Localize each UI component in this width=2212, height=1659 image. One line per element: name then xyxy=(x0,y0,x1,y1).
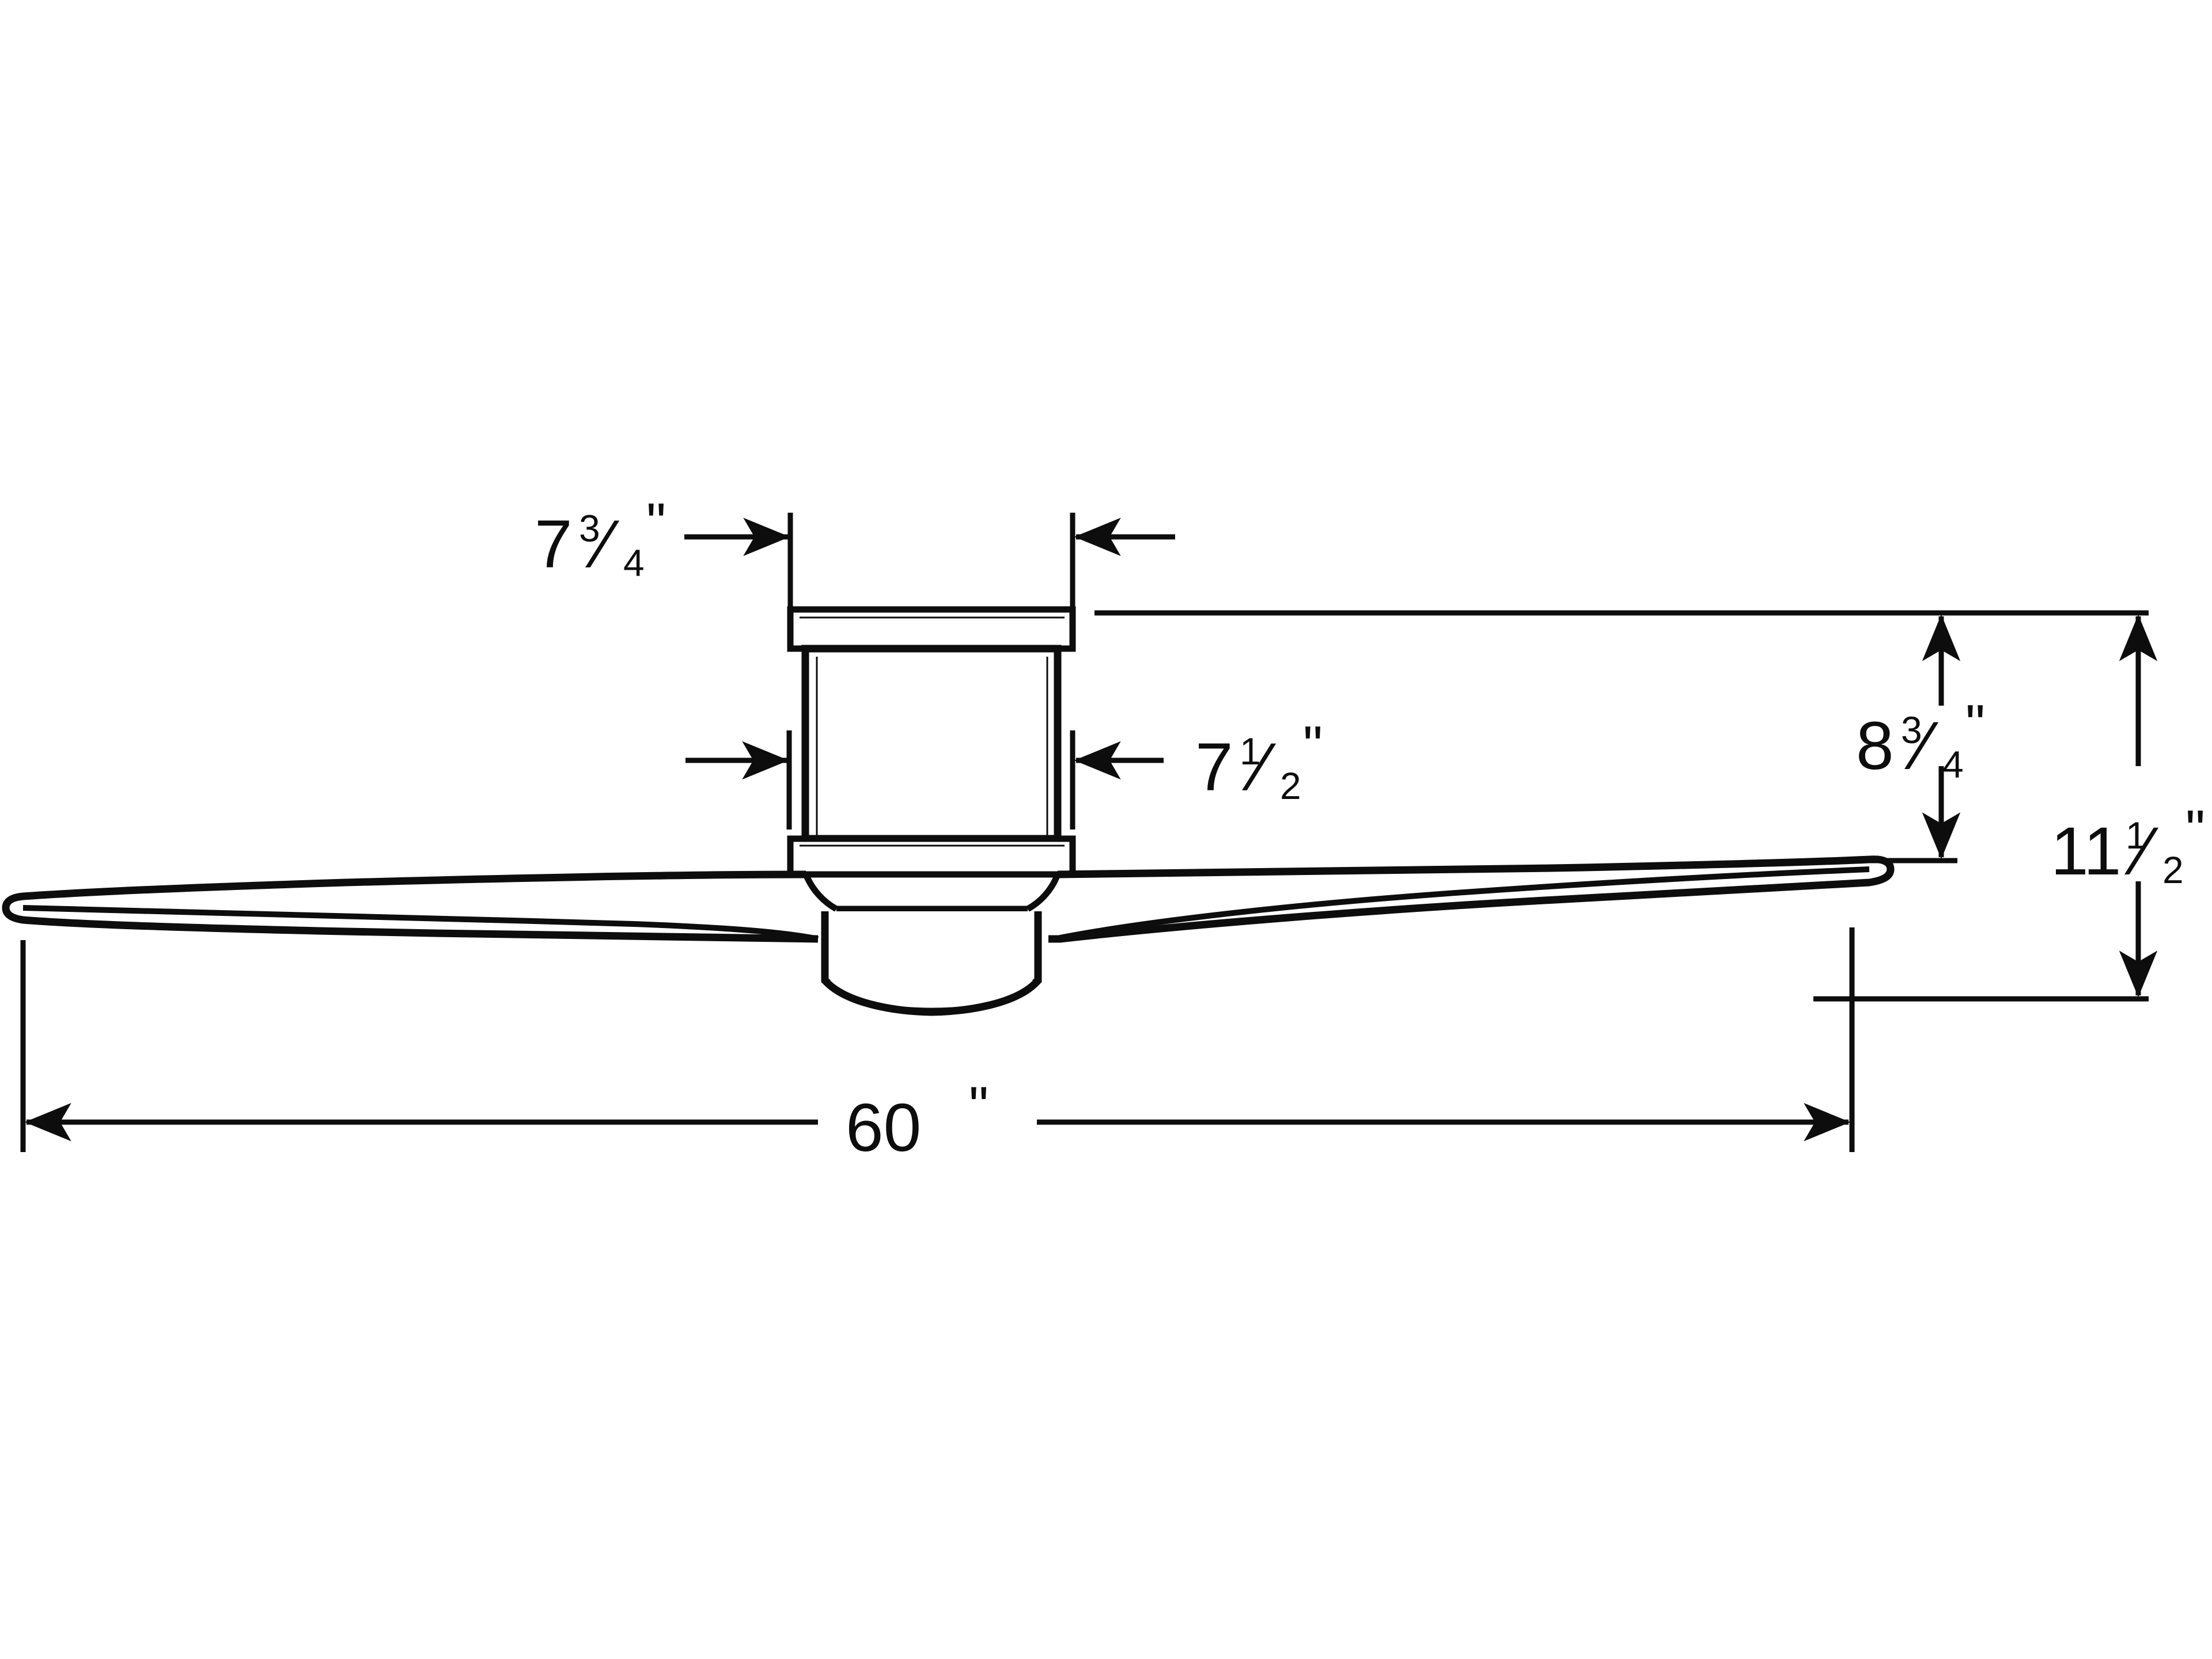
body-width-numerator: 1 xyxy=(1240,730,1261,772)
lower-cap xyxy=(821,911,1042,993)
canopy-width-whole: 7 xyxy=(535,506,573,582)
blade-hub xyxy=(802,873,1061,912)
ceiling-to-blade-whole: 8 xyxy=(1856,708,1894,784)
dimension-label-blade-span: 60 " xyxy=(846,1075,988,1166)
canopy-top-band xyxy=(787,606,1076,652)
motor-housing-body xyxy=(801,645,1062,843)
canopy-width-denominator: 4 xyxy=(623,541,645,584)
fan-assembly xyxy=(2,606,1895,1016)
dimension-canopy-width xyxy=(684,513,1175,609)
ceiling-to-blade-inch-mark: " xyxy=(1965,694,1985,755)
ceiling-to-blade-denominator: 4 xyxy=(1942,743,1964,786)
canopy-width-inch-mark: " xyxy=(646,492,666,554)
dimension-label-overall-height: 11 1 ⁄ 2 " xyxy=(2051,799,2205,891)
blade-left xyxy=(2,870,819,943)
blade-right xyxy=(1048,855,1895,943)
overall-height-whole: 11 xyxy=(2051,813,2122,889)
body-width-inch-mark: " xyxy=(1303,715,1323,777)
dimension-blade-span xyxy=(20,927,1855,1152)
motor-housing-lower-band xyxy=(787,835,1076,878)
lower-dome xyxy=(822,978,1041,1016)
overall-height-inch-mark: " xyxy=(2186,799,2205,861)
blade-span-inch-mark: " xyxy=(969,1075,988,1137)
canopy-width-numerator: 3 xyxy=(579,507,600,550)
overall-height-numerator: 1 xyxy=(2126,814,2147,857)
ceiling-to-blade-numerator: 3 xyxy=(1901,709,1922,751)
blade-span-whole: 60 xyxy=(846,1090,921,1166)
body-width-denominator: 2 xyxy=(1280,764,1301,807)
overall-height-denominator: 2 xyxy=(2162,849,2184,891)
dimension-body-width xyxy=(685,730,1164,830)
reference-extension-lines xyxy=(1094,610,2149,1002)
body-width-whole: 7 xyxy=(1195,729,1233,805)
